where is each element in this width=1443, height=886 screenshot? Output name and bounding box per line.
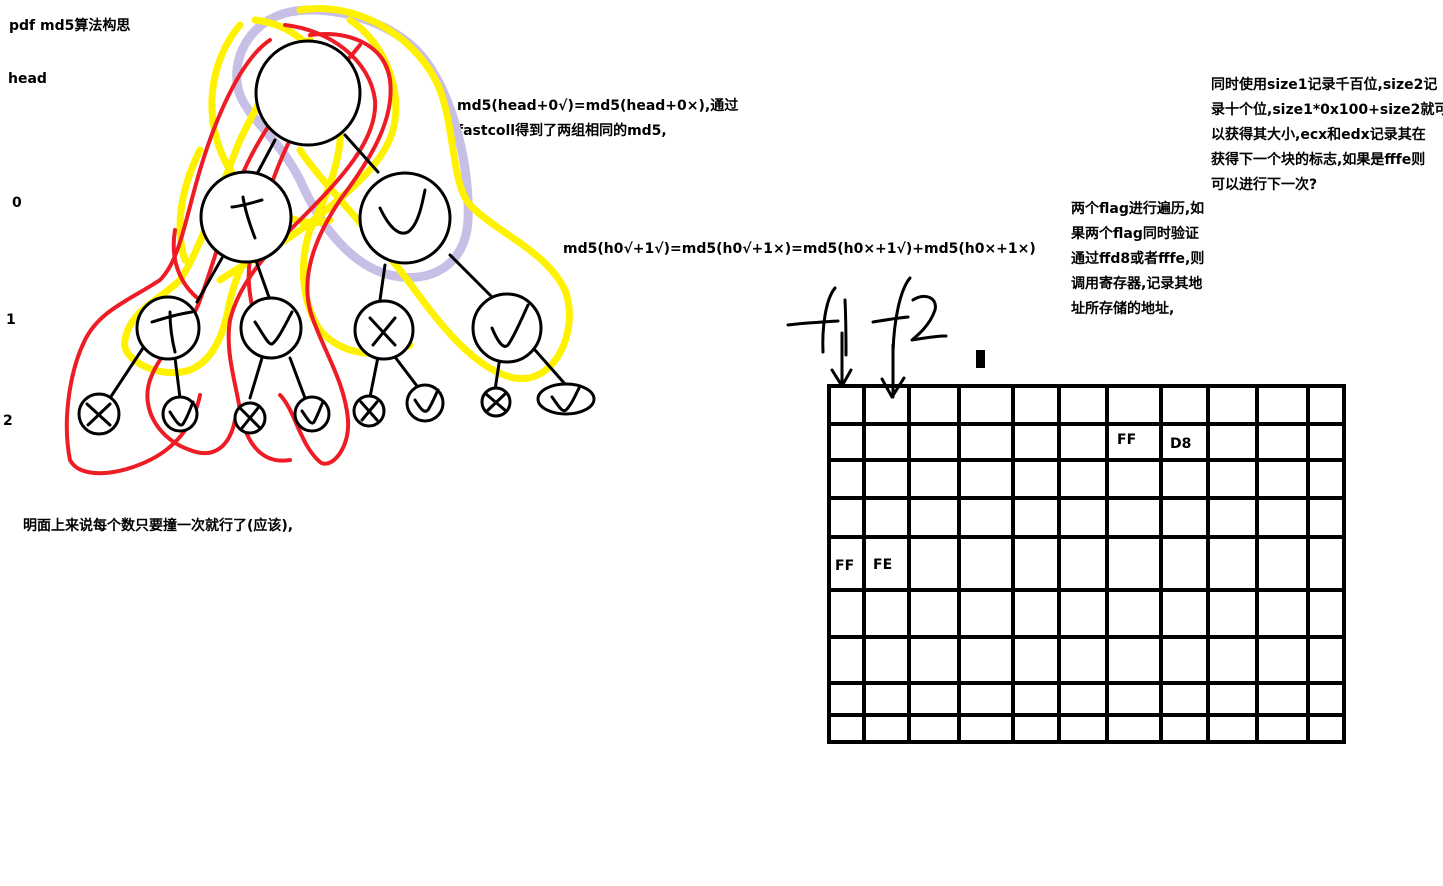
- node-1-cross-a: [135, 295, 201, 361]
- f2-handwriting: [871, 276, 948, 354]
- page-title: pdf md5算法构思: [9, 18, 131, 34]
- note-size-line-1: 同时使用size1记录千百位,size2记: [1211, 77, 1438, 93]
- note-size-line-5: 可以进行下一次?: [1211, 177, 1318, 193]
- note-flag-line-2: 果两个flag同时验证: [1071, 226, 1199, 242]
- check-mark: [378, 188, 427, 235]
- node-2-b: [161, 395, 199, 433]
- node-marks: [85, 188, 582, 430]
- cross-mark: [238, 406, 262, 430]
- note-size-line-3: 以获得其大小,ecx和edx记录其在: [1211, 127, 1426, 143]
- f1-handwriting: [786, 286, 848, 357]
- node-head: [254, 39, 362, 147]
- check-mark: [550, 384, 582, 413]
- node-2-h: [536, 382, 596, 416]
- cross-mark: [368, 316, 397, 347]
- cursor-mark: [976, 350, 985, 368]
- level-label-0: 0: [12, 195, 22, 211]
- note-flag-line-5: 址所存储的地址,: [1071, 301, 1175, 317]
- bottom-note: 明面上来说每个数只要撞一次就行了(应该),: [23, 518, 294, 534]
- node-1-check-a: [239, 296, 303, 360]
- note-flag-line-4: 调用寄存器,记录其地: [1071, 276, 1203, 292]
- cross-mark: [230, 195, 264, 240]
- check-mark: [490, 303, 530, 348]
- tree-edges: [108, 133, 567, 400]
- flag-arrows: [786, 276, 948, 399]
- equation-md5-chain: md5(h0√+1√)=md5(h0√+1×)=md5(h0×+1√)+md5(…: [563, 241, 1036, 257]
- equation-line-2: fastcoll得到了两组相同的md5,: [457, 123, 667, 139]
- node-1-check-b: [471, 292, 543, 364]
- cross-mark: [359, 400, 379, 422]
- check-mark: [300, 400, 325, 425]
- grid-cell-ff: FF: [1117, 432, 1137, 448]
- grid-cell-ff: FF: [835, 558, 855, 574]
- note-size-line-4: 获得下一个块的标志,如果是fffe则: [1211, 152, 1426, 168]
- level-label-2: 2: [3, 413, 13, 429]
- cross-mark: [85, 402, 112, 427]
- f2-arrow: [880, 343, 906, 399]
- level-label-head: head: [8, 71, 47, 87]
- memory-grid: [827, 384, 1346, 744]
- note-size-line-2: 录十个位,size1*0x100+size2就可: [1211, 102, 1443, 118]
- node-2-f: [405, 383, 445, 423]
- note-flag-line-1: 两个flag进行遍历,如: [1071, 201, 1205, 217]
- equation-line-1: md5(head+0√)=md5(head+0×),通过: [457, 98, 739, 114]
- check-mark: [413, 388, 440, 413]
- level-label-1: 1: [6, 312, 16, 328]
- check-mark: [168, 400, 195, 427]
- cross-mark: [484, 392, 508, 413]
- note-flag-line-3: 通过ffd8或者fffe,则: [1071, 251, 1205, 267]
- node-0-check: [358, 171, 452, 265]
- node-0-cross: [199, 170, 293, 264]
- cross-mark: [150, 310, 194, 354]
- grid-cell-d8: D8: [1170, 436, 1192, 452]
- f1-arrow: [830, 331, 853, 388]
- grid-cell-fe: FE: [873, 557, 893, 573]
- check-mark: [253, 310, 294, 346]
